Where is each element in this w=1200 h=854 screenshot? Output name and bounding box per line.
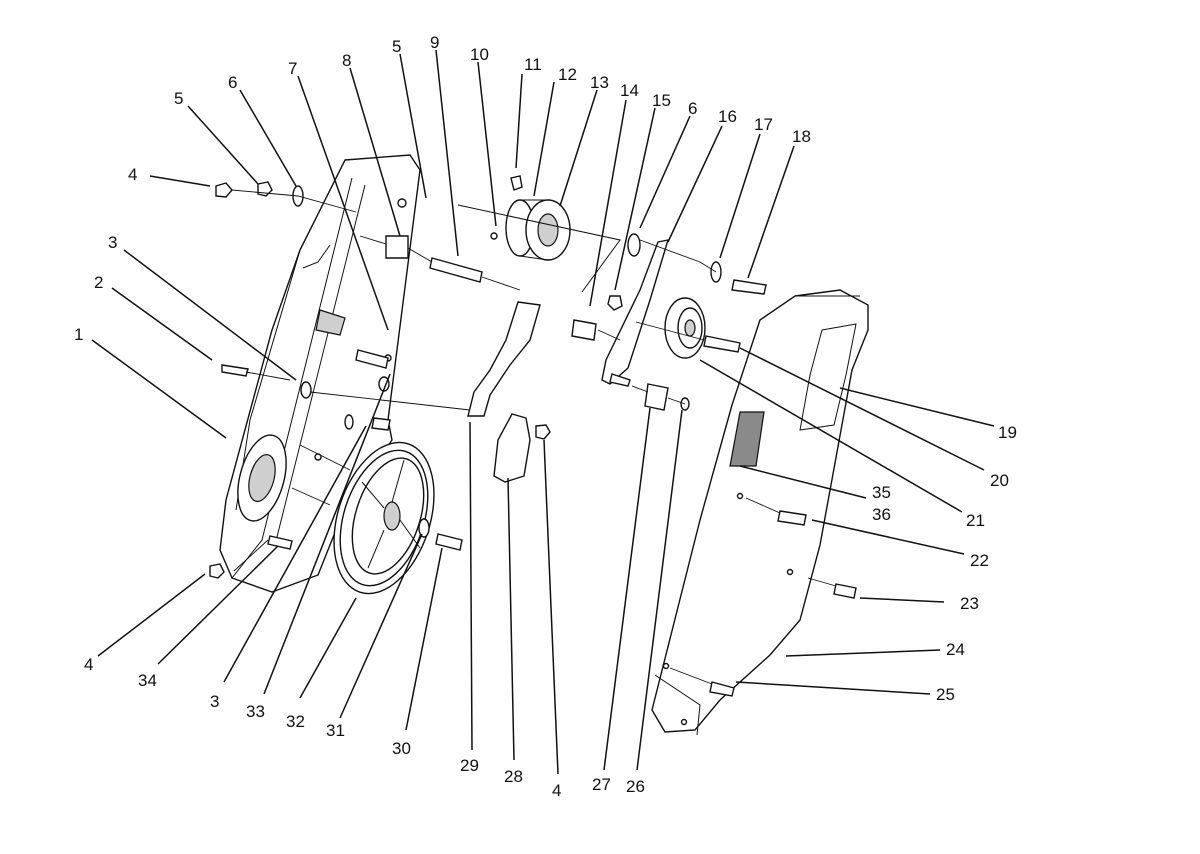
callout-12: 12 <box>558 65 577 84</box>
callout-24: 24 <box>946 640 965 659</box>
callout-10: 10 <box>470 45 489 64</box>
callout-5: 5 <box>392 37 401 56</box>
belt-guide-29 <box>467 301 541 417</box>
callout-labels: 1 2 3 3 4 4 4 5 5 6 6 7 8 9 10 11 12 13 … <box>74 33 1017 800</box>
leader-lines <box>91 49 995 775</box>
callout-3: 3 <box>108 233 117 252</box>
callout-4: 4 <box>552 781 561 800</box>
callout-11: 11 <box>524 55 542 74</box>
callout-20: 20 <box>990 471 1009 490</box>
callout-25: 25 <box>936 685 955 704</box>
callout-4: 4 <box>128 165 137 184</box>
callout-5: 5 <box>174 89 183 108</box>
callout-16: 16 <box>718 107 737 126</box>
hardware <box>209 181 857 697</box>
bracket-28 <box>493 413 531 483</box>
callout-7: 7 <box>288 59 297 78</box>
callout-27: 27 <box>592 775 611 794</box>
pulley-32 <box>333 441 435 595</box>
callout-33: 33 <box>246 702 265 721</box>
callout-22: 22 <box>970 551 989 570</box>
callout-3: 3 <box>210 692 219 711</box>
callout-21: 21 <box>966 511 985 530</box>
callout-19: 19 <box>998 423 1017 442</box>
callout-18: 18 <box>792 127 811 146</box>
callout-6: 6 <box>688 99 697 118</box>
callout-26: 26 <box>626 777 645 796</box>
callout-31: 31 <box>326 721 345 740</box>
callout-36: 36 <box>872 505 891 524</box>
callout-17: 17 <box>754 115 773 134</box>
callout-30: 30 <box>392 739 411 758</box>
callout-13: 13 <box>590 73 609 92</box>
callout-14: 14 <box>620 81 639 100</box>
callout-4: 4 <box>84 655 93 674</box>
spring-14 <box>571 319 597 341</box>
callout-32: 32 <box>286 712 305 731</box>
drive-housing <box>219 154 421 593</box>
callout-8: 8 <box>342 51 351 70</box>
clutch-assembly <box>457 175 621 293</box>
callout-9: 9 <box>430 33 439 52</box>
assembly-axes <box>231 189 837 685</box>
callout-2: 2 <box>94 273 103 292</box>
callout-35: 35 <box>872 483 891 502</box>
callout-15: 15 <box>652 91 671 110</box>
callout-1: 1 <box>74 325 83 344</box>
callout-23: 23 <box>960 594 979 613</box>
callout-29: 29 <box>460 756 479 775</box>
callout-6: 6 <box>228 73 237 92</box>
callout-28: 28 <box>504 767 523 786</box>
callout-34: 34 <box>138 671 157 690</box>
belt-cover <box>651 289 869 736</box>
idler-pulley-21 <box>664 297 706 359</box>
spacer-27 <box>644 383 669 411</box>
idler-arm-16 <box>601 239 670 385</box>
parts-drawing <box>209 154 869 736</box>
